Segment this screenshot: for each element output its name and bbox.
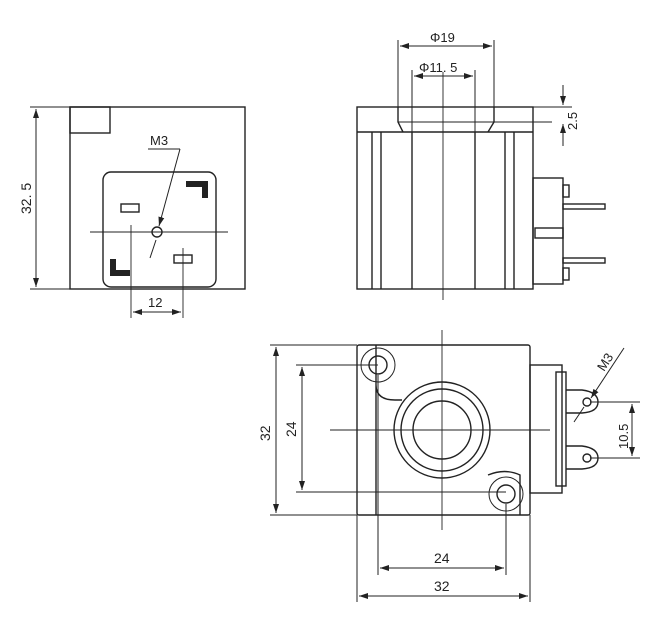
- connector-slot-upper: [120, 203, 140, 213]
- top-thread-label: M3: [594, 350, 616, 373]
- side-connector-housing: [532, 177, 564, 285]
- side-outer-diameter-label: Φ19: [430, 30, 455, 45]
- connector-key-top-right: [186, 181, 208, 198]
- top-connector-housing: [529, 364, 563, 494]
- side-terminal-upper-base: [562, 184, 570, 198]
- connector-face: [102, 171, 217, 288]
- front-m3-leader-tail: [149, 239, 157, 259]
- side-terminal-lower: [562, 257, 606, 264]
- front-top-notch: [69, 106, 111, 134]
- front-pin-spacing-label: 12: [148, 295, 162, 310]
- top-mount-hole-lower: [496, 484, 516, 504]
- top-connector-inner: [555, 371, 567, 487]
- top-hole-width-label: 24: [434, 550, 450, 566]
- side-inner-diameter-label: Φ11. 5: [419, 60, 457, 75]
- top-terminal-spacing-label: 10.5: [616, 424, 631, 449]
- side-terminal-upper: [562, 203, 606, 210]
- top-terminal-upper-hole: [582, 397, 592, 407]
- side-view: Φ19 Φ11. 5 2.5: [356, 30, 606, 300]
- top-outer-width-label: 32: [434, 578, 450, 594]
- front-thread-label: M3: [150, 133, 168, 148]
- top-terminal-lower-hole: [582, 453, 592, 463]
- front-body-outline: [69, 106, 246, 290]
- side-terminal-lower-base: [562, 267, 570, 281]
- top-hole-height-label: 24: [283, 421, 299, 437]
- side-connector-tab: [534, 227, 564, 239]
- side-body-outline: [356, 106, 534, 290]
- front-view: M3 32. 5 12: [18, 106, 246, 318]
- top-m3-leader-tail: [573, 406, 585, 423]
- top-outer-height-label: 32: [257, 425, 273, 441]
- top-m3-leader: [590, 347, 625, 399]
- front-height-label: 32. 5: [18, 183, 34, 214]
- connector-key-bottom-left: [110, 259, 130, 276]
- top-inner-plate: [375, 345, 521, 515]
- front-m3-leader: [158, 148, 181, 227]
- top-view: 32 24 10.5 M3 24 32: [257, 330, 640, 602]
- side-step-label: 2.5: [565, 112, 580, 130]
